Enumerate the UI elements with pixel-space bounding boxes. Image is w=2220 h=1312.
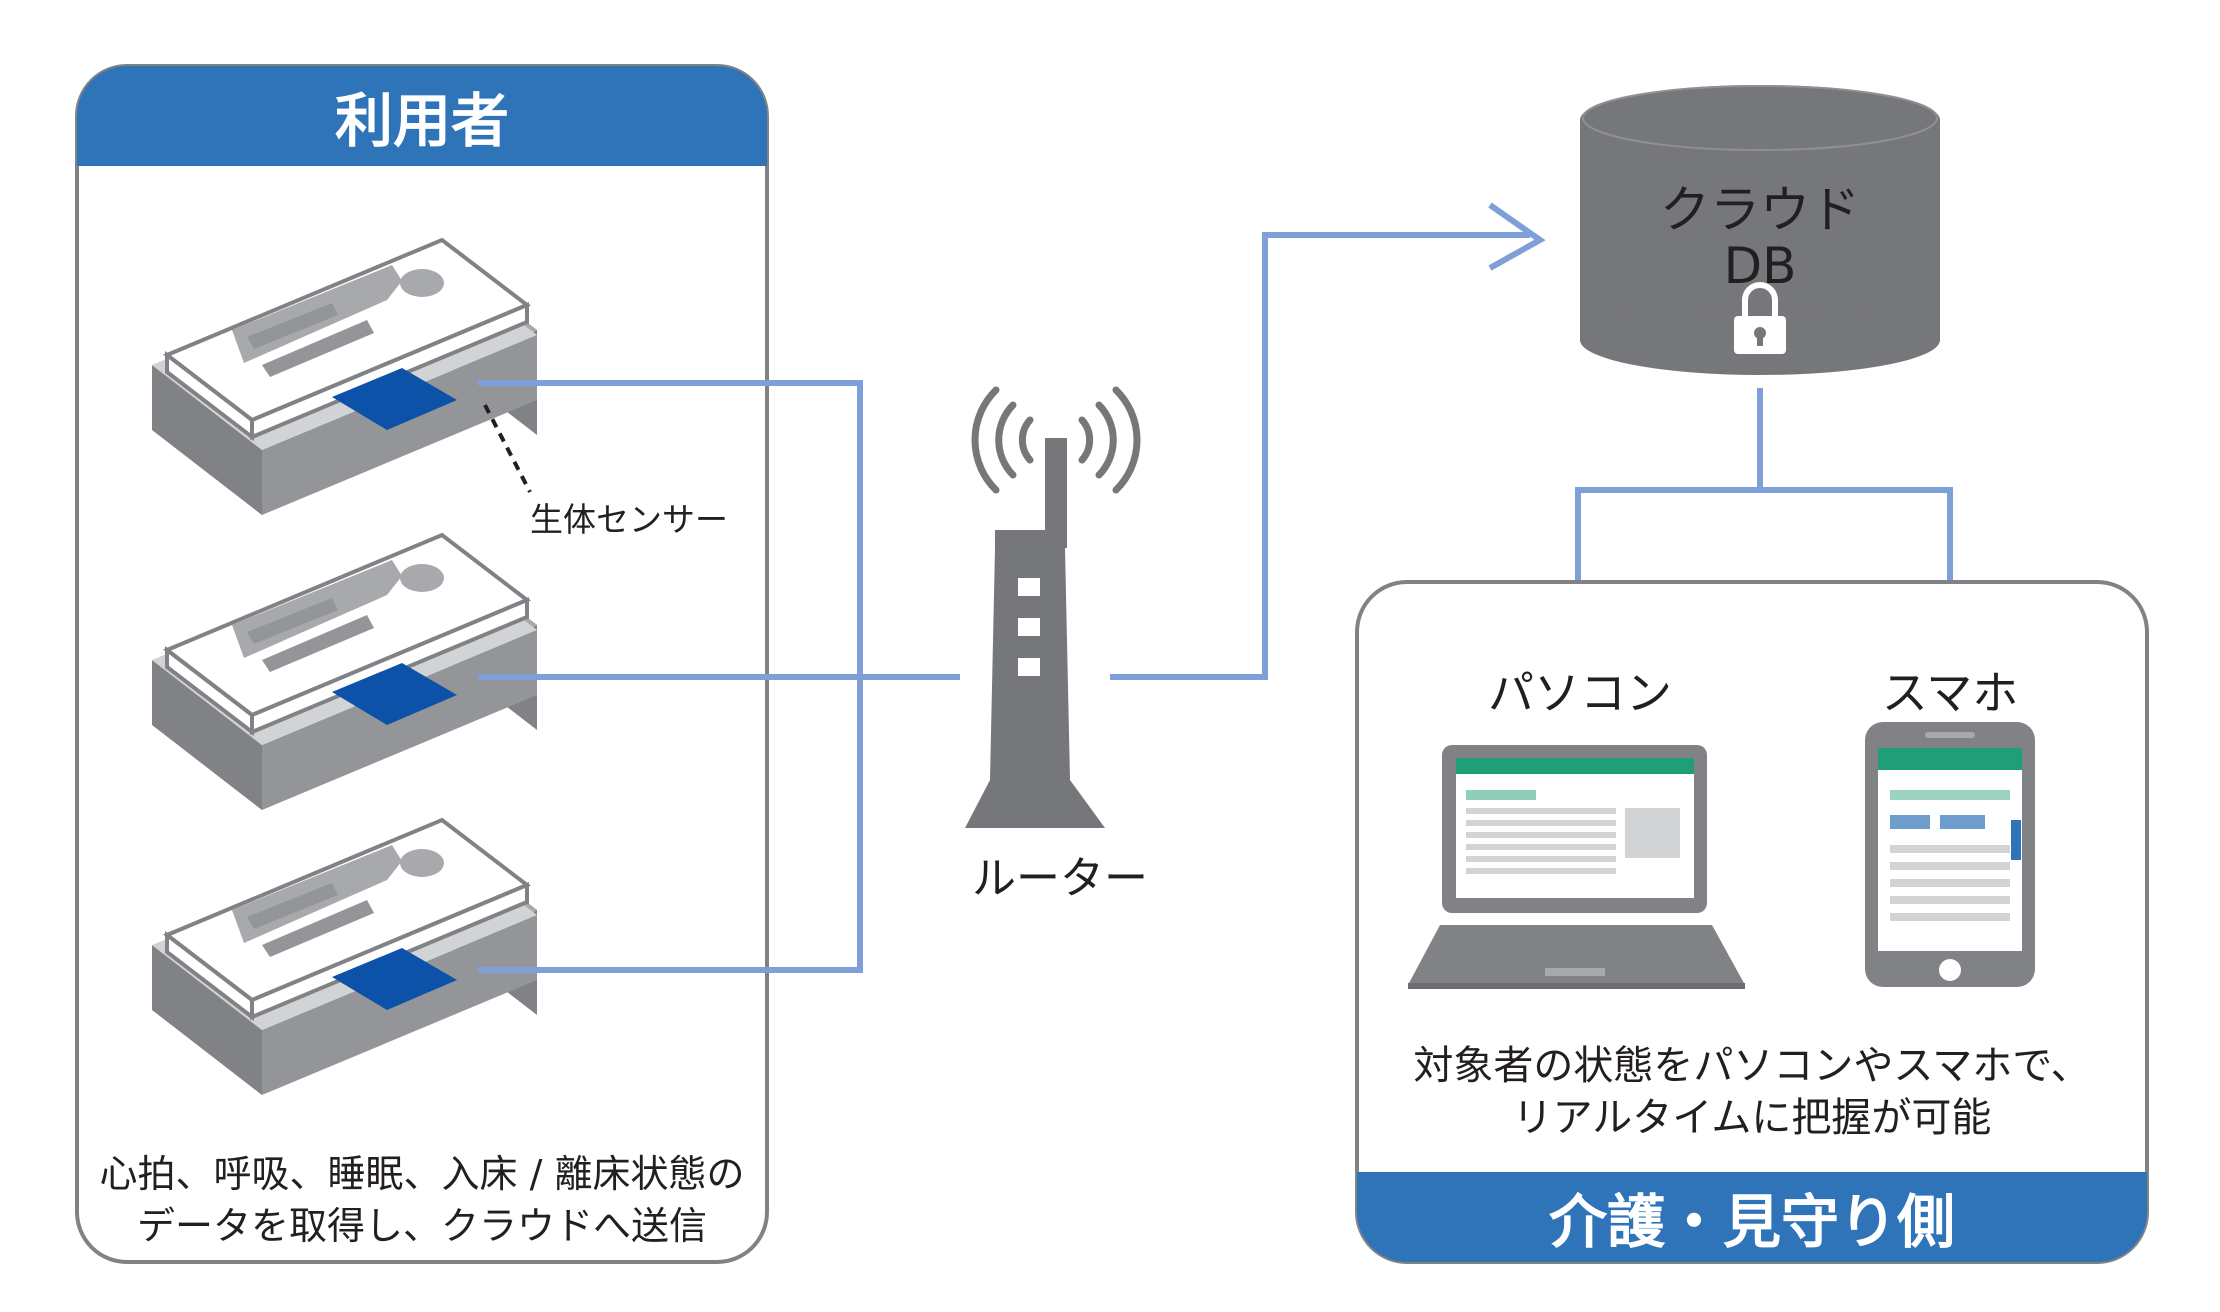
cloud-db-line2: DB	[1723, 237, 1797, 295]
user-panel-title: 利用者	[334, 87, 509, 155]
cloud-db-label: クラウド DB	[1580, 182, 1940, 294]
care-panel-header-bg	[1357, 1172, 2147, 1262]
laptop-graphic	[1408, 745, 1745, 989]
cloud-db-line1: クラウド	[1660, 181, 1860, 239]
sensor-label: 生体センサー	[530, 500, 728, 539]
router-graphic	[965, 386, 1141, 828]
user-panel-header-bg	[77, 66, 767, 166]
pc-label: パソコン	[1488, 666, 1672, 720]
care-caption-line2: リアルタイムに把握が可能	[1512, 1095, 1992, 1141]
user-caption-line1: 心拍、呼吸、睡眠、入床 / 離床状態の	[99, 1152, 745, 1196]
care-panel-caption: 対象者の状態をパソコンやスマホで、 リアルタイムに把握が可能	[1357, 1040, 2147, 1144]
bed-connections	[478, 380, 960, 973]
user-caption-line2: データを取得し、クラウドへ送信	[136, 1204, 707, 1248]
phone-label: スマホ	[1881, 666, 2019, 720]
care-caption-line1: 対象者の状態をパソコンやスマホで、	[1413, 1043, 2091, 1089]
router-label: ルーター	[972, 853, 1148, 904]
phone-graphic	[1865, 722, 2035, 987]
sensor-leader-line	[483, 404, 532, 493]
router-cloud-line	[1110, 232, 1530, 680]
user-panel-caption: 心拍、呼吸、睡眠、入床 / 離床状態の データを取得し、クラウドへ送信	[77, 1148, 767, 1252]
arrow-head	[1488, 202, 1546, 271]
care-panel-title: 介護・見守り側	[1548, 1188, 1955, 1256]
lock-icon	[1734, 282, 1786, 354]
db-device-lines	[1575, 388, 1953, 638]
